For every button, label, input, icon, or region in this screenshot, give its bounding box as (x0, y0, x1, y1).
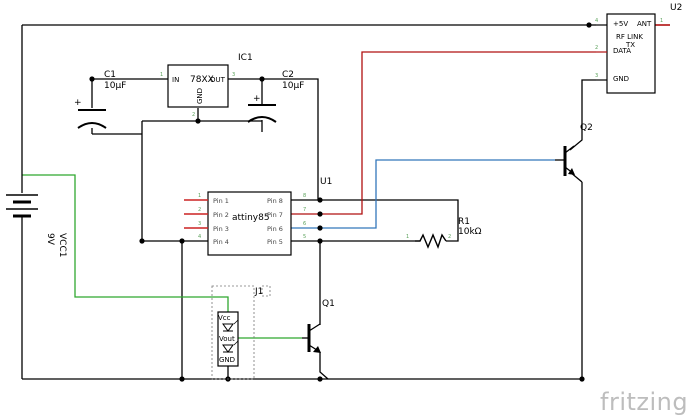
u1-name: attiny85 (232, 213, 270, 223)
wires (21, 24, 670, 380)
q1-ref: Q1 (322, 299, 335, 309)
u2-pin-data: DATA (613, 47, 631, 55)
wire-c2-to-u1 (262, 78, 319, 200)
u2-pin-ant: ANT (637, 20, 652, 28)
ic1-pin-in: IN (172, 76, 179, 84)
fritzing-logo: fritzing (600, 388, 688, 416)
u2-pin-gnd: GND (613, 75, 629, 83)
ic1-ref: IC1 (238, 53, 253, 63)
u1-pin4: Pin 4 (213, 238, 229, 246)
u1-num8: 8 (303, 193, 306, 199)
r1-value: 10kΩ (458, 227, 482, 237)
u1-pin5: Pin 5 (267, 238, 283, 246)
u2-pin-vcc: +5V (613, 20, 628, 28)
ic1-num-in: 1 (160, 72, 163, 78)
capacitor-c1: C1 10µF + (74, 70, 126, 129)
u1-num3: 3 (198, 221, 201, 227)
capacitor-c2: C2 10µF + (247, 70, 304, 123)
vcc1-value: 9V (45, 233, 55, 246)
wire-q1-emitter (319, 352, 329, 380)
wire-vcc-green (22, 174, 229, 315)
j1-pin-vout: Vout (219, 335, 235, 343)
u2-num-vcc: 4 (595, 18, 598, 24)
c1-value: 10µF (104, 81, 126, 91)
c2-value: 10µF (282, 81, 304, 91)
u2-num-gnd: 3 (595, 73, 598, 79)
c2-plus: + (253, 94, 261, 104)
u1-pin3: Pin 3 (213, 225, 229, 233)
r1-num1: 1 (406, 234, 409, 240)
u1-pin2: Pin 2 (213, 211, 229, 219)
sensor-j1: J1 Vcc Vout GND (211, 285, 271, 380)
transistor-q2: Q2 (555, 123, 593, 176)
u2-num-data: 2 (595, 45, 598, 51)
j1-pin-gnd: GND (219, 356, 235, 364)
u1-num4: 4 (198, 234, 201, 240)
rf-link-tx-module: U2 +5V DATA GND ANT RF LINK TX 4 2 3 1 (595, 3, 682, 94)
battery-vcc1: VCC1 9V (6, 170, 67, 257)
ic1-pin-gnd: GND (196, 88, 204, 104)
junctions (89, 22, 592, 382)
q2-ref: Q2 (580, 123, 593, 133)
u1-pin6: Pin 6 (267, 225, 283, 233)
u1-num5: 5 (303, 234, 306, 240)
u2-title-1: RF LINK (616, 33, 643, 41)
r1-num2: 2 (448, 234, 451, 240)
wire-q2-base-blue (291, 159, 555, 229)
voltage-regulator-ic1: IC1 78XX IN OUT GND 1 3 2 (160, 53, 253, 118)
wire-data-red (291, 51, 596, 215)
r1-ref: R1 (458, 217, 470, 227)
c1-plus: + (74, 98, 82, 108)
u1-num7: 7 (303, 207, 306, 213)
transistor-q1: Q1 (302, 299, 335, 353)
resistor-r1: R1 10kΩ 1 2 (406, 217, 482, 249)
u1-pin7: Pin 7 (267, 211, 283, 219)
j1-pin-vcc: Vcc (218, 314, 231, 322)
u1-ref: U1 (320, 177, 332, 187)
u1-num1: 1 (198, 193, 201, 199)
j1-ref: J1 (254, 287, 263, 297)
ic1-pin-out: OUT (210, 76, 226, 84)
u2-title-2: TX (625, 41, 635, 49)
u1-num2: 2 (198, 207, 201, 213)
ic1-num-out: 3 (232, 72, 235, 78)
wire-r1-right (291, 199, 459, 242)
c2-ref: C2 (282, 70, 294, 80)
c1-ref: C1 (104, 70, 116, 80)
u1-num6: 6 (303, 221, 306, 227)
vcc1-ref: VCC1 (57, 233, 67, 257)
ic1-name: 78XX (190, 75, 214, 85)
u1-pin1: Pin 1 (213, 197, 229, 205)
microcontroller-u1: U1 attiny85 Pin 1 Pin 2 Pin 3 Pin 4 Pin … (184, 177, 332, 256)
ic1-num-gnd: 2 (192, 112, 195, 118)
u2-ref: U2 (670, 3, 682, 13)
u1-pin8: Pin 8 (267, 197, 283, 205)
wire-q2-collector (569, 79, 596, 151)
u2-num-ant: 1 (660, 18, 663, 24)
